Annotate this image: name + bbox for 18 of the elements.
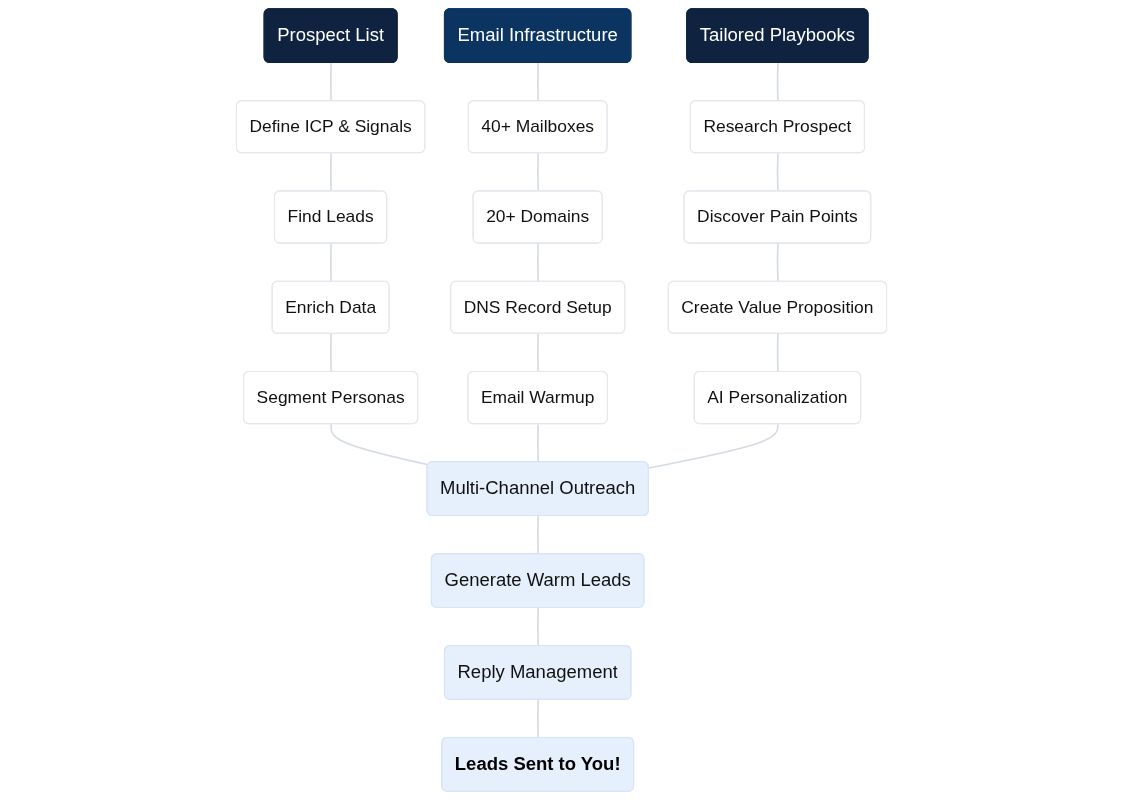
node-text: Define ICP & Signals	[249, 116, 412, 136]
connector	[537, 62, 540, 102]
connector	[537, 515, 540, 555]
node-text: Research Prospect	[703, 116, 852, 136]
connector	[776, 333, 779, 373]
connector	[776, 62, 779, 102]
connector	[537, 699, 540, 739]
connector	[537, 242, 540, 283]
node-text: Create Value Proposition	[681, 297, 874, 316]
connector	[537, 607, 540, 647]
node-text: Segment Personas	[256, 387, 405, 407]
connector	[329, 333, 332, 373]
connector	[329, 62, 332, 102]
connector	[776, 242, 779, 283]
connector	[329, 242, 332, 283]
connector	[648, 423, 779, 469]
node-text: DNS Record Setup	[463, 297, 612, 316]
connector	[537, 333, 540, 373]
